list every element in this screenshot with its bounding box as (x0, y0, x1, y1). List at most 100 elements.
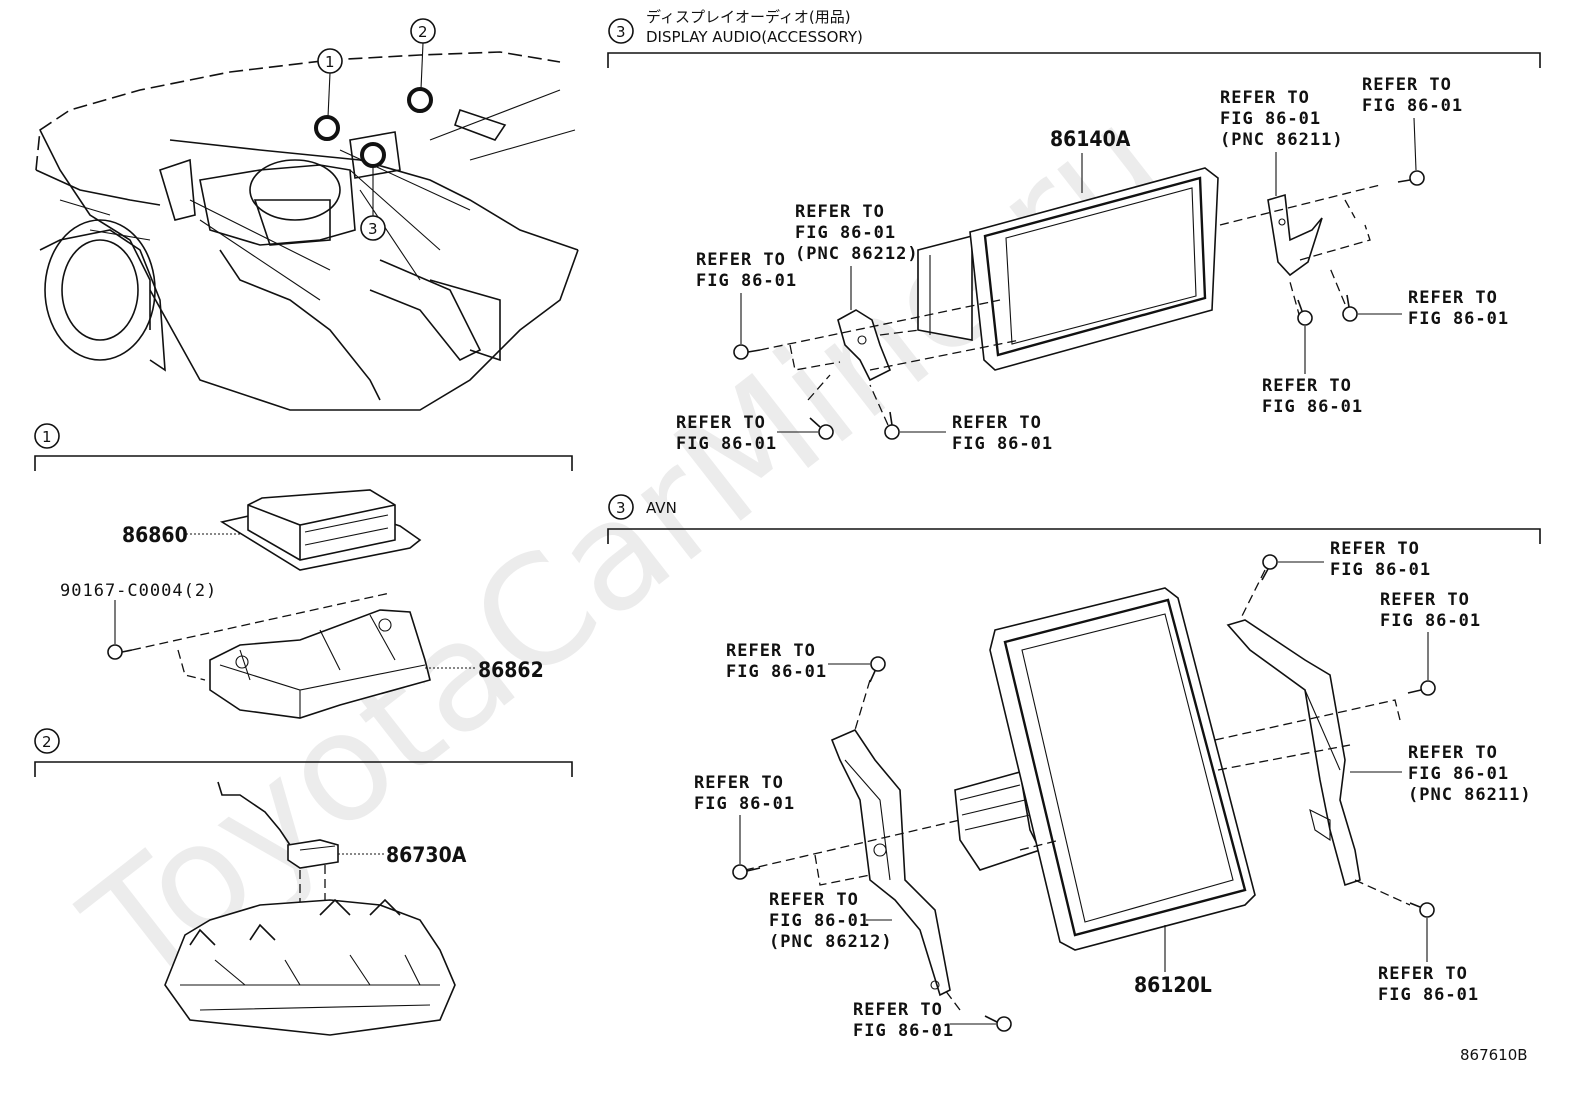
callout-number-3: 3 (368, 220, 378, 238)
svg-text:REFER TO: REFER TO (769, 890, 859, 910)
refer-label-da-8[interactable]: REFER TO FIG 86-01 (1262, 376, 1363, 417)
overhead-console-drawing (164, 898, 456, 1036)
svg-text:FIG 86-01: FIG 86-01 (1408, 309, 1509, 329)
refer-label-da-6[interactable]: REFER TO FIG 86-01 (1362, 75, 1463, 116)
section-3-display-audio: 3 ディスプレイオーディオ(用品) DISPLAY AUDIO(ACCESSOR… (607, 8, 1541, 454)
svg-text:(PNC 86211): (PNC 86211) (1408, 785, 1532, 805)
bolt-icon (869, 656, 886, 683)
svg-text:FIG 86-01: FIG 86-01 (1330, 560, 1431, 580)
svg-text:FIG 86-01: FIG 86-01 (1262, 397, 1363, 417)
section-3a-number: 3 (616, 23, 626, 41)
ecu-86860-drawing (219, 489, 422, 571)
refer-label-da-3[interactable]: REFER TO FIG 86-01 (676, 413, 777, 454)
left-bracket-drawing (837, 309, 892, 382)
section-2-number: 2 (42, 733, 52, 751)
svg-text:FIG 86-01: FIG 86-01 (726, 662, 827, 682)
callout-number-1: 1 (325, 53, 335, 71)
watermark: ToyotaCarMine.ru (54, 74, 1195, 1018)
avn-right-bracket-drawing (1226, 619, 1361, 887)
bolt-icon (1407, 680, 1436, 696)
bolt-icon (1261, 554, 1278, 581)
refer-label-avn-5[interactable]: REFER TO FIG 86-01 (1330, 539, 1431, 580)
refer-label-avn-3[interactable]: REFER TO FIG 86-01 (PNC 86212) (769, 890, 893, 952)
svg-text:FIG 86-01: FIG 86-01 (795, 223, 896, 243)
refer-label-avn-7[interactable]: REFER TO FIG 86-01 (PNC 86211) (1408, 743, 1532, 805)
callout-circle-2 (410, 18, 436, 44)
svg-text:FIG 86-01: FIG 86-01 (1362, 96, 1463, 116)
refer-label-avn-2[interactable]: REFER TO FIG 86-01 (694, 773, 795, 814)
part-number-86120L[interactable]: 86120L (1134, 973, 1212, 997)
avn-unit-drawing (954, 587, 1256, 951)
refer-label-da-4[interactable]: REFER TO FIG 86-01 (952, 413, 1053, 454)
svg-text:REFER TO: REFER TO (1220, 88, 1310, 108)
svg-text:FIG 86-01: FIG 86-01 (1378, 985, 1479, 1005)
bolt-icon (884, 411, 900, 440)
svg-text:REFER TO: REFER TO (853, 1000, 943, 1020)
svg-text:FIG 86-01: FIG 86-01 (696, 271, 797, 291)
callout-circle-3 (360, 215, 386, 241)
svg-text:REFER TO: REFER TO (676, 413, 766, 433)
location-marker-2 (407, 87, 433, 113)
svg-text:REFER TO: REFER TO (696, 250, 786, 270)
svg-text:(PNC 86212): (PNC 86212) (769, 932, 893, 952)
section-2-bracket (34, 761, 573, 777)
bolt-icon (809, 417, 834, 440)
figure-code: 867610B (1460, 1046, 1528, 1064)
bolt-icon (1409, 902, 1435, 918)
bolt-90167-icon (107, 644, 133, 660)
sensor-86730A-drawing (217, 781, 339, 869)
callout-circle-1 (317, 48, 343, 74)
location-marker-3 (360, 142, 386, 168)
svg-text:REFER TO: REFER TO (1408, 743, 1498, 763)
header-avn: AVN (646, 499, 677, 517)
section-1: 1 86860 86862 90167-C0004(2) (34, 423, 573, 719)
part-number-90167[interactable]: 90167-C0004(2) (60, 581, 217, 601)
header-display-audio-en: DISPLAY AUDIO(ACCESSORY) (646, 28, 863, 46)
section-3b-bracket (607, 528, 1541, 544)
callout-number-2: 2 (418, 23, 428, 41)
refer-label-avn-4[interactable]: REFER TO FIG 86-01 (853, 1000, 954, 1041)
svg-text:REFER TO: REFER TO (1362, 75, 1452, 95)
refer-label-avn-6[interactable]: REFER TO FIG 86-01 (1380, 590, 1481, 631)
bolt-icon (1397, 170, 1425, 186)
header-display-audio-jp: ディスプレイオーディオ(用品) (646, 8, 851, 26)
bolt-icon (732, 864, 761, 880)
bolt-icon (733, 344, 761, 360)
svg-text:REFER TO: REFER TO (1330, 539, 1420, 559)
svg-text:FIG 86-01: FIG 86-01 (769, 911, 870, 931)
part-number-86860[interactable]: 86860 (122, 523, 188, 547)
svg-text:FIG 86-01: FIG 86-01 (1408, 764, 1509, 784)
svg-text:(PNC 86211): (PNC 86211) (1220, 130, 1344, 150)
svg-text:REFER TO: REFER TO (1262, 376, 1352, 396)
svg-text:FIG 86-01: FIG 86-01 (694, 794, 795, 814)
section-3-avn: 3 AVN (607, 494, 1541, 1041)
section-3a-bracket (607, 52, 1541, 68)
refer-label-da-2[interactable]: REFER TO FIG 86-01 (PNC 86212) (795, 202, 919, 264)
refer-label-da-5[interactable]: REFER TO FIG 86-01 (PNC 86211) (1220, 88, 1344, 150)
svg-text:REFER TO: REFER TO (1378, 964, 1468, 984)
refer-label-avn-8[interactable]: REFER TO FIG 86-01 (1378, 964, 1479, 1005)
location-marker-1 (314, 115, 340, 141)
bolt-icon (1297, 299, 1313, 326)
svg-text:FIG 86-01: FIG 86-01 (1380, 611, 1481, 631)
svg-text:REFER TO: REFER TO (952, 413, 1042, 433)
refer-label-da-7[interactable]: REFER TO FIG 86-01 (1408, 288, 1509, 329)
svg-text:REFER TO: REFER TO (1380, 590, 1470, 610)
svg-text:FIG 86-01: FIG 86-01 (1220, 109, 1321, 129)
svg-text:REFER TO: REFER TO (694, 773, 784, 793)
section-1-bracket (34, 455, 573, 471)
svg-text:FIG 86-01: FIG 86-01 (676, 434, 777, 454)
section-1-number: 1 (42, 428, 52, 446)
avn-left-bracket-drawing (830, 728, 951, 997)
svg-text:REFER TO: REFER TO (795, 202, 885, 222)
car-interior-overview: 1 2 3 (35, 18, 579, 411)
refer-label-avn-1[interactable]: REFER TO FIG 86-01 (726, 641, 827, 682)
refer-label-da-1[interactable]: REFER TO FIG 86-01 (696, 250, 797, 291)
part-number-86862[interactable]: 86862 (478, 658, 544, 682)
display-audio-unit-drawing (917, 167, 1219, 371)
part-number-86730A[interactable]: 86730A (386, 843, 467, 867)
right-bracket-drawing (1267, 193, 1323, 277)
part-number-86140A[interactable]: 86140A (1050, 127, 1131, 151)
section-2: 2 86730A (34, 728, 573, 1036)
